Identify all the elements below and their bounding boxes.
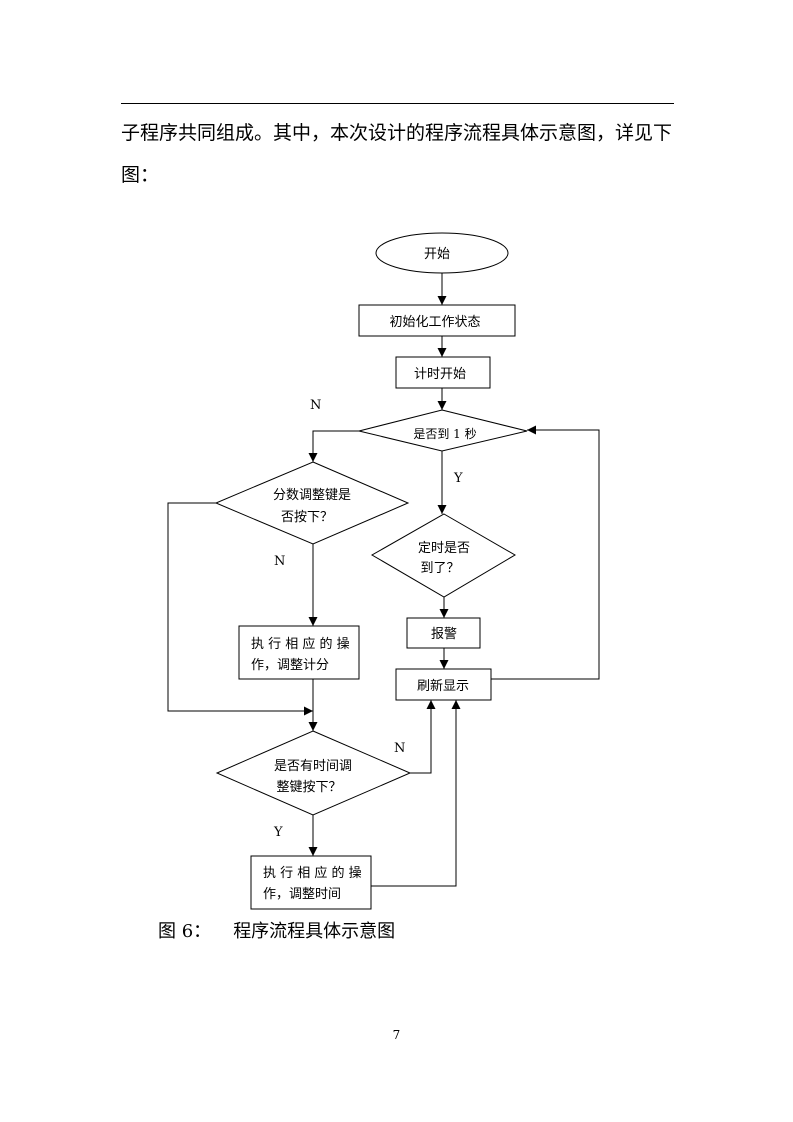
score-key-label-1: 分数调整键是	[273, 488, 351, 503]
one-second-label: 是否到 1 秒	[413, 427, 476, 441]
adjust-time-label-2: 作，调整时间	[263, 887, 341, 902]
flow-connectors	[167, 273, 600, 887]
init-box	[358, 304, 516, 337]
timer-start-label: 计时开始	[414, 367, 466, 382]
figure-number: 图 6：	[158, 921, 212, 942]
alarm-box	[406, 617, 481, 649]
refresh-display-label: 刷新显示	[417, 678, 469, 694]
adjust-score-label-1: 执 行 相 应 的 操	[251, 636, 350, 652]
paragraph-line-1: 子程序共同组成。其中，本次设计的程序流程具体示意图，详见下	[121, 122, 673, 144]
score-key-decision	[214, 461, 410, 545]
timer-start-box	[395, 356, 491, 389]
figure-title: 程序流程具体示意图	[233, 921, 396, 942]
start-label: 开始	[424, 247, 450, 262]
init-label: 初始化工作状态	[389, 315, 480, 330]
timeout-label-1: 定时是否	[418, 541, 470, 556]
adjust-time-box	[250, 855, 372, 910]
alarm-label: 报警	[431, 626, 457, 642]
adjust-score-label-2: 作，调整计分	[251, 658, 329, 673]
branch-label-n-one-second: N	[310, 398, 321, 413]
adjust-time-label-1: 执 行 相 应 的 操	[263, 865, 362, 881]
score-key-label-2: 否按下？	[281, 510, 333, 525]
adjust-score-box	[238, 625, 360, 680]
time-key-label-1: 是否有时间调	[274, 759, 352, 774]
timeout-label-2: 到了？	[420, 561, 459, 576]
body-paragraph: 子程序共同组成。其中，本次设计的程序流程具体示意图，详见下 图：	[121, 112, 681, 196]
branch-label-y-time-key: Y	[273, 825, 283, 840]
header-rule	[121, 103, 674, 104]
page-number: 7	[392, 1028, 401, 1042]
figure-caption: 图 6： 程序流程具体示意图	[158, 917, 395, 943]
branch-label-n-time-key: N	[394, 741, 405, 756]
branch-label-y-one-second: Y	[453, 471, 463, 486]
branch-label-n-score-key: N	[274, 554, 285, 569]
paragraph-line-2: 图：	[121, 164, 160, 186]
time-key-label-2: 整键按下？	[276, 780, 341, 795]
refresh-display-box	[395, 668, 492, 701]
